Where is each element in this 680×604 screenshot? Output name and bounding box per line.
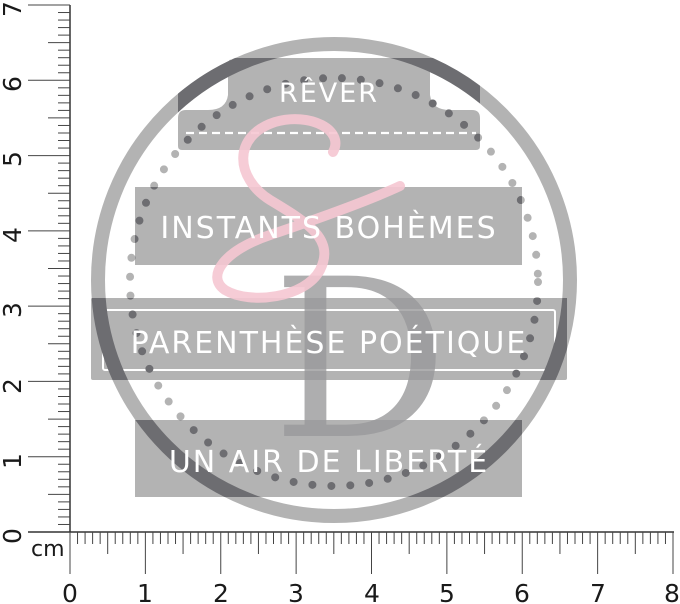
vlabel-6: 6 — [0, 76, 27, 92]
monogram-s-stroke — [212, 114, 405, 303]
vlabel-0: 0 — [0, 528, 27, 544]
hlabel-1: 1 — [137, 579, 153, 604]
vertical-ruler: 0 1 2 3 4 5 6 7 — [0, 1, 71, 544]
ring-overlap-segments — [91, 58, 567, 497]
hlabel-7: 7 — [590, 579, 606, 604]
hlabel-2: 2 — [213, 579, 229, 604]
hlabel-0: 0 — [62, 579, 78, 604]
horizontal-ruler-labels: 0 1 2 3 4 5 6 7 8 — [62, 579, 680, 604]
hlabel-8: 8 — [664, 579, 680, 604]
vertical-ruler-labels: 0 1 2 3 4 5 6 7 — [0, 1, 27, 544]
label-un-air-de-liberte: UN AIR DE LIBERTÉ — [169, 444, 489, 480]
vlabel-3: 3 — [0, 302, 27, 318]
horizontal-ruler: cm 0 1 2 3 4 5 6 7 8 — [28, 531, 680, 604]
hlabel-6: 6 — [514, 579, 530, 604]
stencil-artwork — [91, 37, 577, 523]
vertical-ruler-ticks — [28, 4, 70, 533]
hlabel-4: 4 — [364, 579, 380, 604]
label-instants-bohemes: INSTANTS BOHÈMES — [160, 210, 497, 246]
hlabel-3: 3 — [288, 579, 304, 604]
monogram-s — [212, 114, 405, 303]
horizontal-ruler-ticks — [69, 532, 674, 574]
vlabel-1: 1 — [0, 453, 27, 469]
outer-ring — [91, 37, 577, 523]
parenthese-poetique-plate — [91, 298, 567, 380]
vlabel-4: 4 — [0, 227, 27, 243]
rever-tab — [178, 58, 480, 150]
monogram-d: D — [272, 232, 448, 488]
vlabel-7: 7 — [0, 1, 27, 17]
ruler-unit-label: cm — [31, 537, 65, 562]
hlabel-5: 5 — [439, 579, 455, 604]
monogram-d-letter: D — [272, 232, 448, 488]
vlabel-2: 2 — [0, 378, 27, 394]
label-rever: RÊVER — [279, 77, 379, 109]
label-parenthese-poetique: PARENTHÈSE POÉTIQUE — [131, 325, 528, 361]
vlabel-5: 5 — [0, 151, 27, 167]
